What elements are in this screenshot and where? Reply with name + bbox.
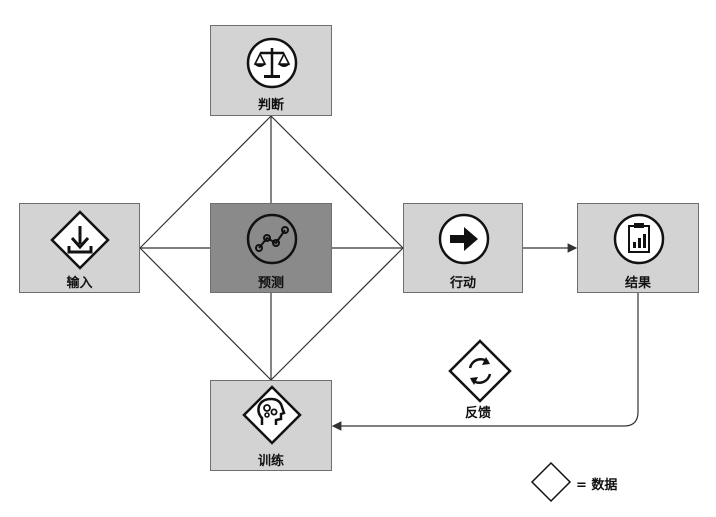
head-gears-icon: [242, 385, 302, 445]
line-graph-icon: [246, 213, 298, 265]
node-training: 训练: [210, 380, 332, 471]
node-input: 输入: [19, 203, 140, 293]
node-input-label: 输入: [66, 276, 93, 291]
node-judgment: 判断: [210, 25, 332, 116]
clipboard-chart-icon: [613, 213, 665, 265]
node-result-label: 结果: [624, 276, 651, 291]
node-judgment-label: 判断: [257, 98, 284, 113]
node-prediction-label: 预测: [257, 276, 284, 291]
legend-label: = 数据: [576, 478, 618, 493]
refresh-cycle-icon: [448, 339, 512, 403]
feedback-label: 反馈: [465, 406, 492, 421]
download-icon: [50, 210, 110, 270]
node-action: 行动: [403, 203, 523, 293]
feedback-arrow: [331, 292, 639, 431]
balance-scale-icon: [246, 37, 298, 89]
node-training-label: 训练: [257, 454, 284, 469]
node-prediction: 预测: [210, 203, 332, 293]
arrow-right-icon: [438, 213, 490, 265]
legend-diamond-icon: [530, 461, 572, 503]
node-result: 结果: [577, 203, 699, 293]
node-action-label: 行动: [449, 276, 476, 291]
